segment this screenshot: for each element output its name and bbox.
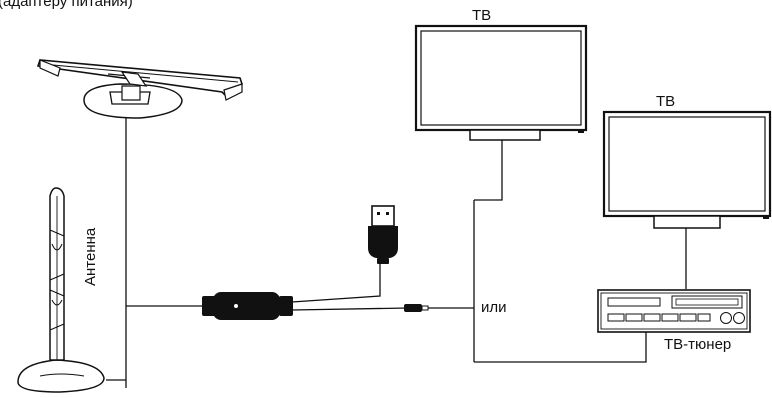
micro-usb-cable <box>291 307 409 311</box>
tv-top-cable <box>474 140 503 201</box>
tuner-label: ТВ-тюнер <box>664 336 731 353</box>
tv-tuner: ТВ-тюнер <box>597 289 751 353</box>
tv-top-label: ТВ <box>472 7 491 24</box>
usb-plug <box>368 205 398 264</box>
or-label: или <box>481 299 507 316</box>
power-adapter <box>202 292 293 320</box>
tuner-cable <box>474 332 647 363</box>
micro-usb-plug <box>404 304 429 312</box>
usb-cable <box>291 262 381 303</box>
top-caption: (адаптеру питания) <box>0 0 133 10</box>
wires <box>106 110 687 388</box>
tv-top: ТВ <box>414 7 588 141</box>
bar-antenna <box>36 59 243 119</box>
tv-right: ТВ <box>602 93 772 229</box>
tv-right-label: ТВ <box>656 93 675 110</box>
antenna-label: Антенна <box>82 227 99 286</box>
stick-antenna: Антенна <box>17 187 105 393</box>
